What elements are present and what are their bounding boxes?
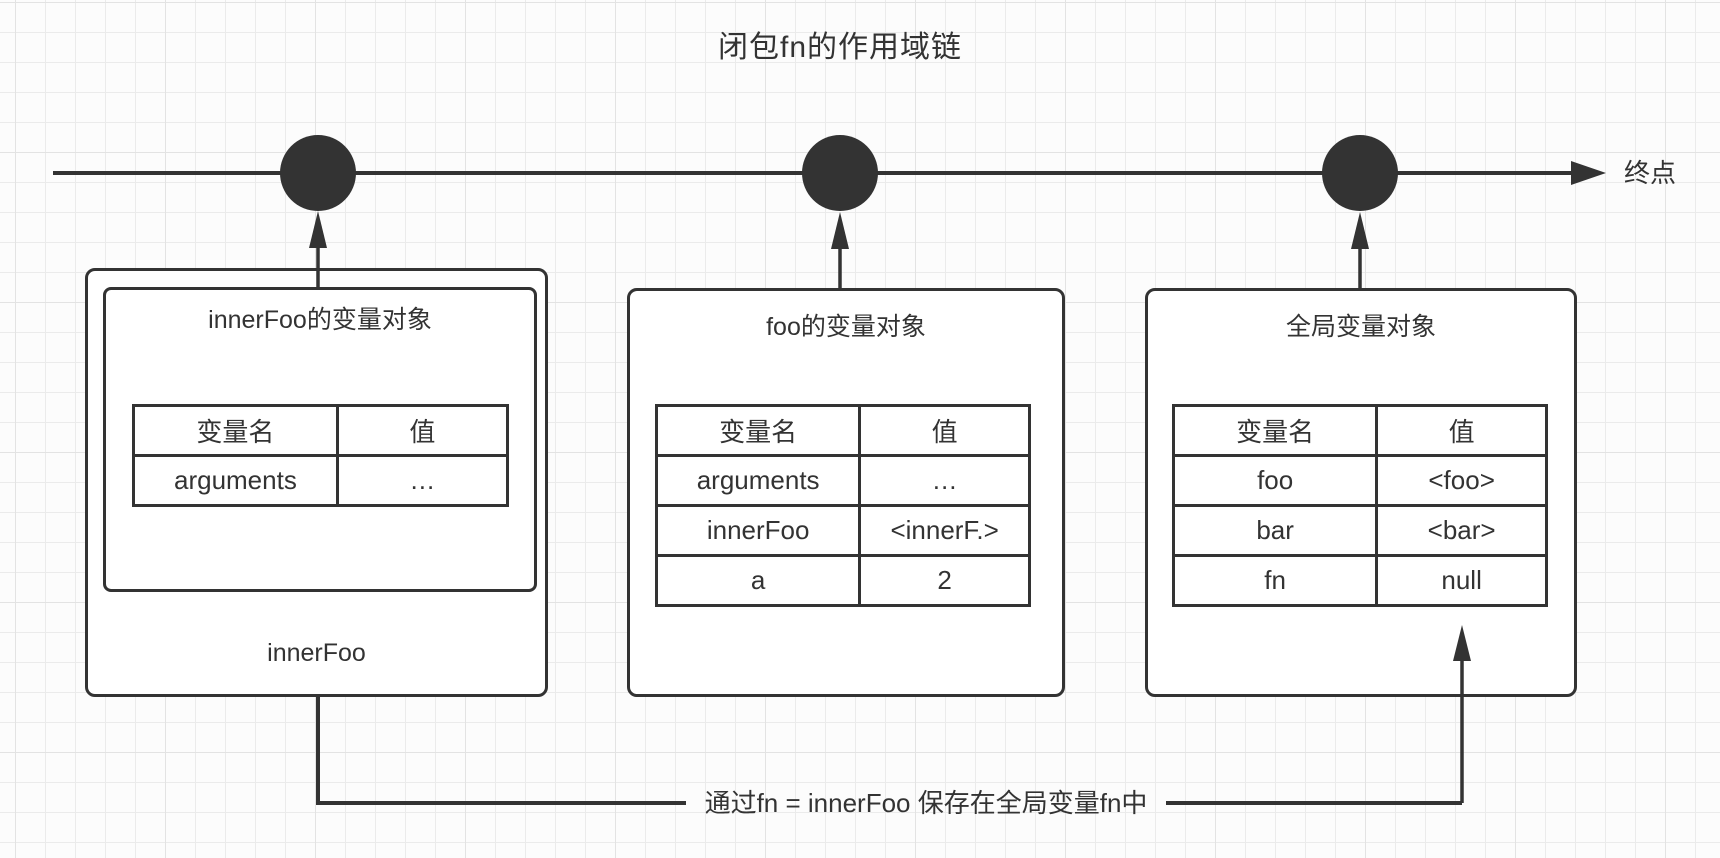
col-header-value: 值 (335, 404, 510, 457)
page-title: 闭包fn的作用域链 (717, 31, 963, 64)
cell-value: <bar> (1375, 504, 1548, 557)
col-header-name: 变量名 (654, 404, 862, 457)
cell-name: innerFoo (654, 504, 862, 557)
global-box-title: 全局变量对象 (1285, 313, 1436, 341)
cell-name: fn (1171, 554, 1379, 607)
foo-box-title: foo的变量对象 (766, 313, 926, 341)
innerfoo-box-title: innerFoo的变量对象 (208, 306, 432, 334)
cell-value: null (1375, 554, 1548, 607)
col-header-value: 值 (1375, 404, 1548, 457)
cell-value: 2 (858, 554, 1031, 607)
col-header-name: 变量名 (132, 404, 339, 457)
cell-name: a (654, 554, 862, 607)
table-row: bar <bar> (1171, 504, 1548, 557)
innerfoo-footer-label: innerFoo (267, 639, 366, 667)
foo-variable-table: 变量名 值 arguments … innerFoo <innerF.> a 2 (654, 404, 1031, 607)
cell-value: … (858, 454, 1031, 507)
col-header-name: 变量名 (1171, 404, 1379, 457)
table-row: fn null (1171, 554, 1548, 607)
scope-node-global (1322, 135, 1398, 211)
table-row: innerFoo <innerF.> (654, 504, 1031, 557)
innerfoo-to-node-arrowhead-icon (309, 211, 327, 248)
table-header-row: 变量名 值 (132, 404, 510, 457)
timeline-arrowhead-icon (1571, 161, 1606, 185)
table-row: arguments … (654, 454, 1031, 507)
global-variable-table: 变量名 值 foo <foo> bar <bar> fn null (1171, 404, 1548, 607)
annotation-text: 通过fn = innerFoo 保存在全局变量fn中 (704, 788, 1148, 818)
cell-name: arguments (132, 454, 339, 507)
cell-value: <innerF.> (858, 504, 1031, 557)
cell-value: <foo> (1375, 454, 1548, 507)
table-header-row: 变量名 值 (1171, 404, 1548, 457)
col-header-value: 值 (858, 404, 1031, 457)
table-row: foo <foo> (1171, 454, 1548, 507)
timeline-end-label: 终点 (1624, 158, 1677, 188)
cell-value: … (335, 454, 510, 507)
foo-to-node-arrowhead-icon (831, 212, 849, 249)
scope-node-foo (802, 135, 878, 211)
table-row: arguments … (132, 454, 510, 507)
table-header-row: 变量名 值 (654, 404, 1031, 457)
scope-node-innerfoo (280, 135, 356, 211)
cell-name: foo (1171, 454, 1379, 507)
table-row: a 2 (654, 554, 1031, 607)
global-to-node-arrowhead-icon (1351, 212, 1369, 249)
annotation-connector-left (316, 697, 686, 805)
cell-name: arguments (654, 454, 862, 507)
cell-name: bar (1171, 504, 1379, 557)
innerfoo-variable-table: 变量名 值 arguments … (132, 404, 510, 507)
